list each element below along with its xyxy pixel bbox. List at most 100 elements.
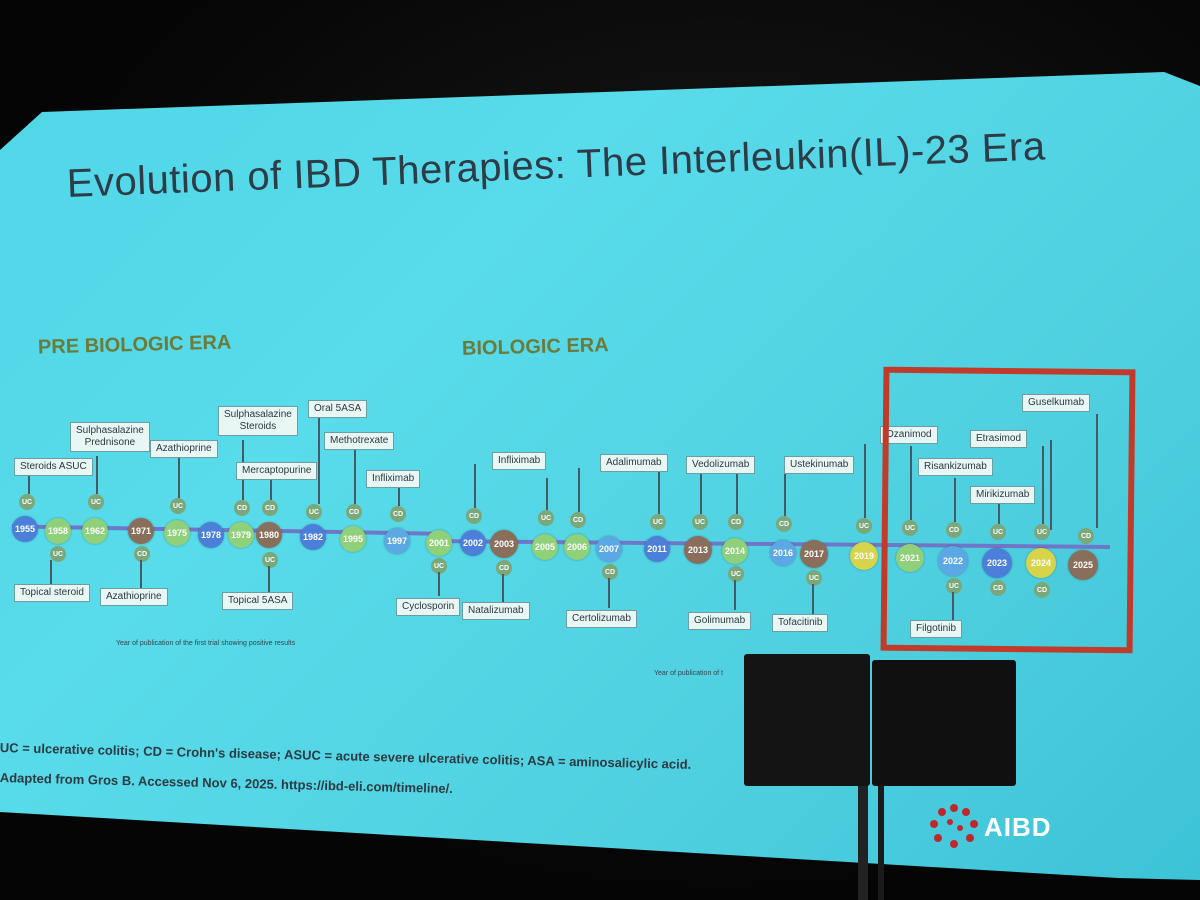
year-node: 2022 [938,546,968,576]
drug-label: Natalizumab [462,602,530,620]
cd-tag: CD [1034,582,1050,598]
connector-line [178,456,180,498]
drug-label: Golimumab [688,612,752,630]
connector-line [998,500,1000,524]
uc-tag: UC [431,558,447,574]
connector-line [546,478,548,510]
connector-line [578,468,580,512]
cd-tag: CD [346,504,362,520]
year-node: 2001 [426,530,452,556]
connector-line [910,446,912,520]
drug-label: Cyclosporin [396,598,461,616]
year-node: 2025 [1068,550,1098,580]
connector-line [658,470,660,514]
connector-line [734,580,736,610]
uc-tag: UC [990,524,1006,540]
cd-tag: CD [990,580,1006,596]
cd-tag: CD [262,500,278,516]
aibd-logo-text: AIBD [984,812,1052,842]
cd-tag: CD [466,508,482,524]
year-node: 2023 [982,548,1012,578]
uc-tag: UC [306,504,322,520]
uc-tag: UC [262,552,278,568]
drug-label: Mirikizumab [970,486,1036,504]
speaker-right-cabinet [872,660,1016,786]
uc-tag: UC [50,546,66,562]
uc-tag: UC [650,514,666,530]
drug-label: Ustekinumab [784,456,855,474]
drug-label: Steroids ASUC [14,458,93,476]
cd-tag: CD [570,512,586,528]
timeline-caption: Year of publication of the first trial s… [116,640,296,647]
year-node: 2005 [532,534,558,560]
connector-line [96,456,98,494]
year-node: 1975 [164,520,190,546]
drug-label: Methotrexate [324,432,395,450]
connector-line [864,444,866,518]
uc-tag: UC [946,578,962,594]
il23-highlight-frame [880,366,1136,654]
biologic-era-label: BIOLOGIC ERA [461,334,609,360]
drug-label-line: Sulphasalazine [224,409,292,420]
year-node: 1995 [340,526,366,552]
drug-label: Infliximab [492,452,547,470]
connector-line [1042,446,1044,524]
footnote-source: Adapted from Gros B. Accessed Nov 6, 202… [0,770,454,797]
drug-label: Filgotinib [910,620,963,638]
drug-label: Guselkumab [1022,394,1091,412]
speaker-stand-cable [878,786,884,900]
drug-label: Oral 5ASA [308,400,368,418]
connector-line [354,432,356,504]
cd-tag: CD [234,500,250,516]
connector-line [318,418,320,504]
connector-line [270,478,272,500]
connector-line [140,560,142,588]
drug-label: Mercaptopurine [236,462,318,480]
cd-tag: CD [134,546,150,562]
timeline-caption: Year of publication of t [654,670,724,677]
drug-label: Tofacitinib [772,614,829,632]
connector-line [28,476,30,494]
year-node: 1978 [198,522,224,548]
drug-label: Topical steroid [14,584,90,602]
footnote-abbreviations: UC = ulcerative colitis; CD = Crohn's di… [0,740,692,772]
year-node: 2017 [800,540,828,568]
drug-label: Azathioprine [150,440,218,458]
cd-tag: CD [946,522,962,538]
drug-label-line: Steroids [239,421,277,432]
year-node: 2024 [1026,548,1056,578]
pre-biologic-era-label: PRE BIOLOGIC ERA [37,331,232,359]
year-node: 2016 [770,540,796,566]
cd-tag: CD [728,514,744,530]
connector-line [1096,414,1098,528]
drug-label: Certolizumab [566,610,637,628]
uc-tag: UC [856,518,872,534]
drug-label: Topical 5ASA [222,592,294,610]
speaker-stand [858,786,868,900]
year-node: 2021 [896,544,924,572]
drug-label: Azathioprine [100,588,168,606]
uc-tag: UC [19,494,35,510]
connector-line [700,470,702,514]
year-node: 1962 [82,518,108,544]
year-node: 2003 [490,530,518,558]
connector-line [608,578,610,608]
uc-tag: UC [806,570,822,586]
drug-label: Risankizumab [918,458,993,476]
connector-line [784,472,786,516]
uc-tag: UC [728,566,744,582]
connector-line [952,592,954,620]
connector-line [1050,440,1052,530]
drug-label: Etrasimod [970,430,1028,448]
uc-tag: UC [902,520,918,536]
connector-line [474,464,476,508]
year-node: 1997 [384,528,410,554]
uc-tag: UC [88,494,104,510]
year-node: 1982 [300,524,326,550]
speaker-left-cabinet [744,654,870,786]
cd-tag: CD [1078,528,1094,544]
year-node: 2002 [460,530,486,556]
connector-line [268,566,270,592]
